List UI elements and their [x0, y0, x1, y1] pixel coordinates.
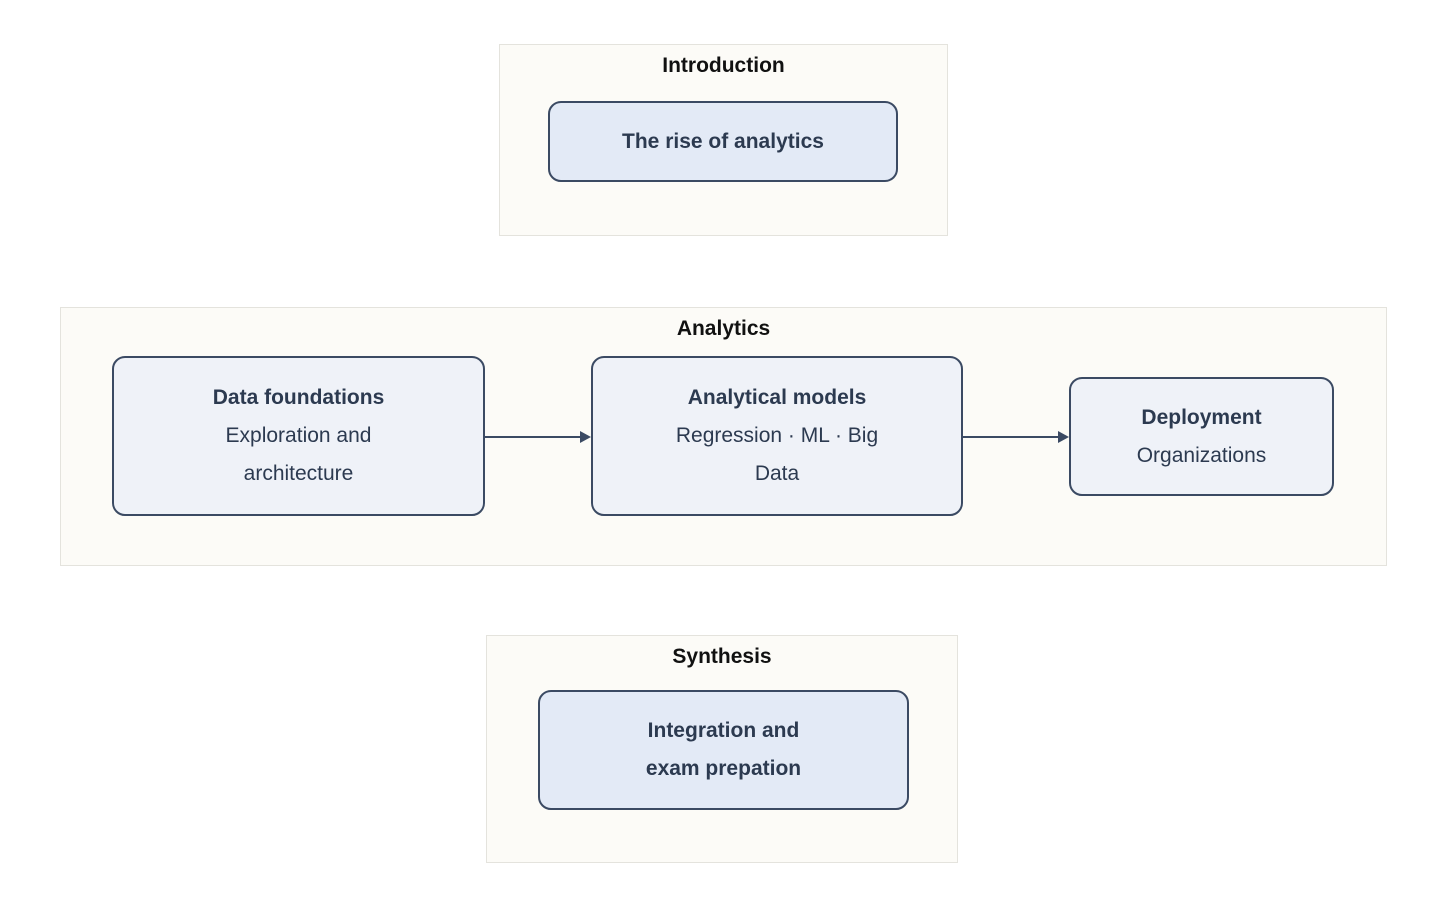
node-label-line: exam prepation [645, 757, 802, 780]
node-the-rise-of-analytics: The rise of analytics [548, 101, 898, 182]
node-subtitle-line: Regression · ML · Big [675, 424, 879, 447]
node-subtitle-line: Organizations [1136, 443, 1267, 467]
node-subtitle-line: Exploration and [225, 424, 372, 447]
node-data-foundations: Data foundations Exploration and archite… [112, 356, 485, 516]
cluster-analytics: Analytics Data foundations Exploration a… [60, 307, 1387, 566]
cluster-analytics-title: Analytics [676, 317, 771, 340]
arrow-head-icon [580, 431, 591, 443]
node-subtitle-line: Data [754, 462, 800, 485]
node-title: Data foundations [212, 386, 385, 409]
node-subtitle-line: architecture [243, 462, 354, 485]
edge-arrow-models-to-deployment [963, 430, 1069, 444]
cluster-synthesis-title: Synthesis [672, 645, 772, 668]
node-integration-exam-preparation: Integration and exam prepation [538, 690, 909, 810]
edge-arrow-foundations-to-models [485, 430, 591, 444]
arrow-head-icon [1058, 431, 1069, 443]
node-deployment: Deployment Organizations [1069, 377, 1334, 496]
arrow-line [963, 436, 1058, 438]
node-label: The rise of analytics [622, 129, 824, 153]
cluster-introduction-title: Introduction [662, 54, 785, 77]
cluster-synthesis: Synthesis Integration and exam prepation [486, 635, 958, 863]
node-label-line: Integration and [647, 719, 800, 742]
arrow-line [485, 436, 580, 438]
node-analytical-models: Analytical models Regression · ML · Big … [591, 356, 963, 516]
cluster-introduction: Introduction The rise of analytics [499, 44, 948, 236]
node-title: Analytical models [687, 386, 867, 409]
node-title: Deployment [1141, 405, 1262, 429]
